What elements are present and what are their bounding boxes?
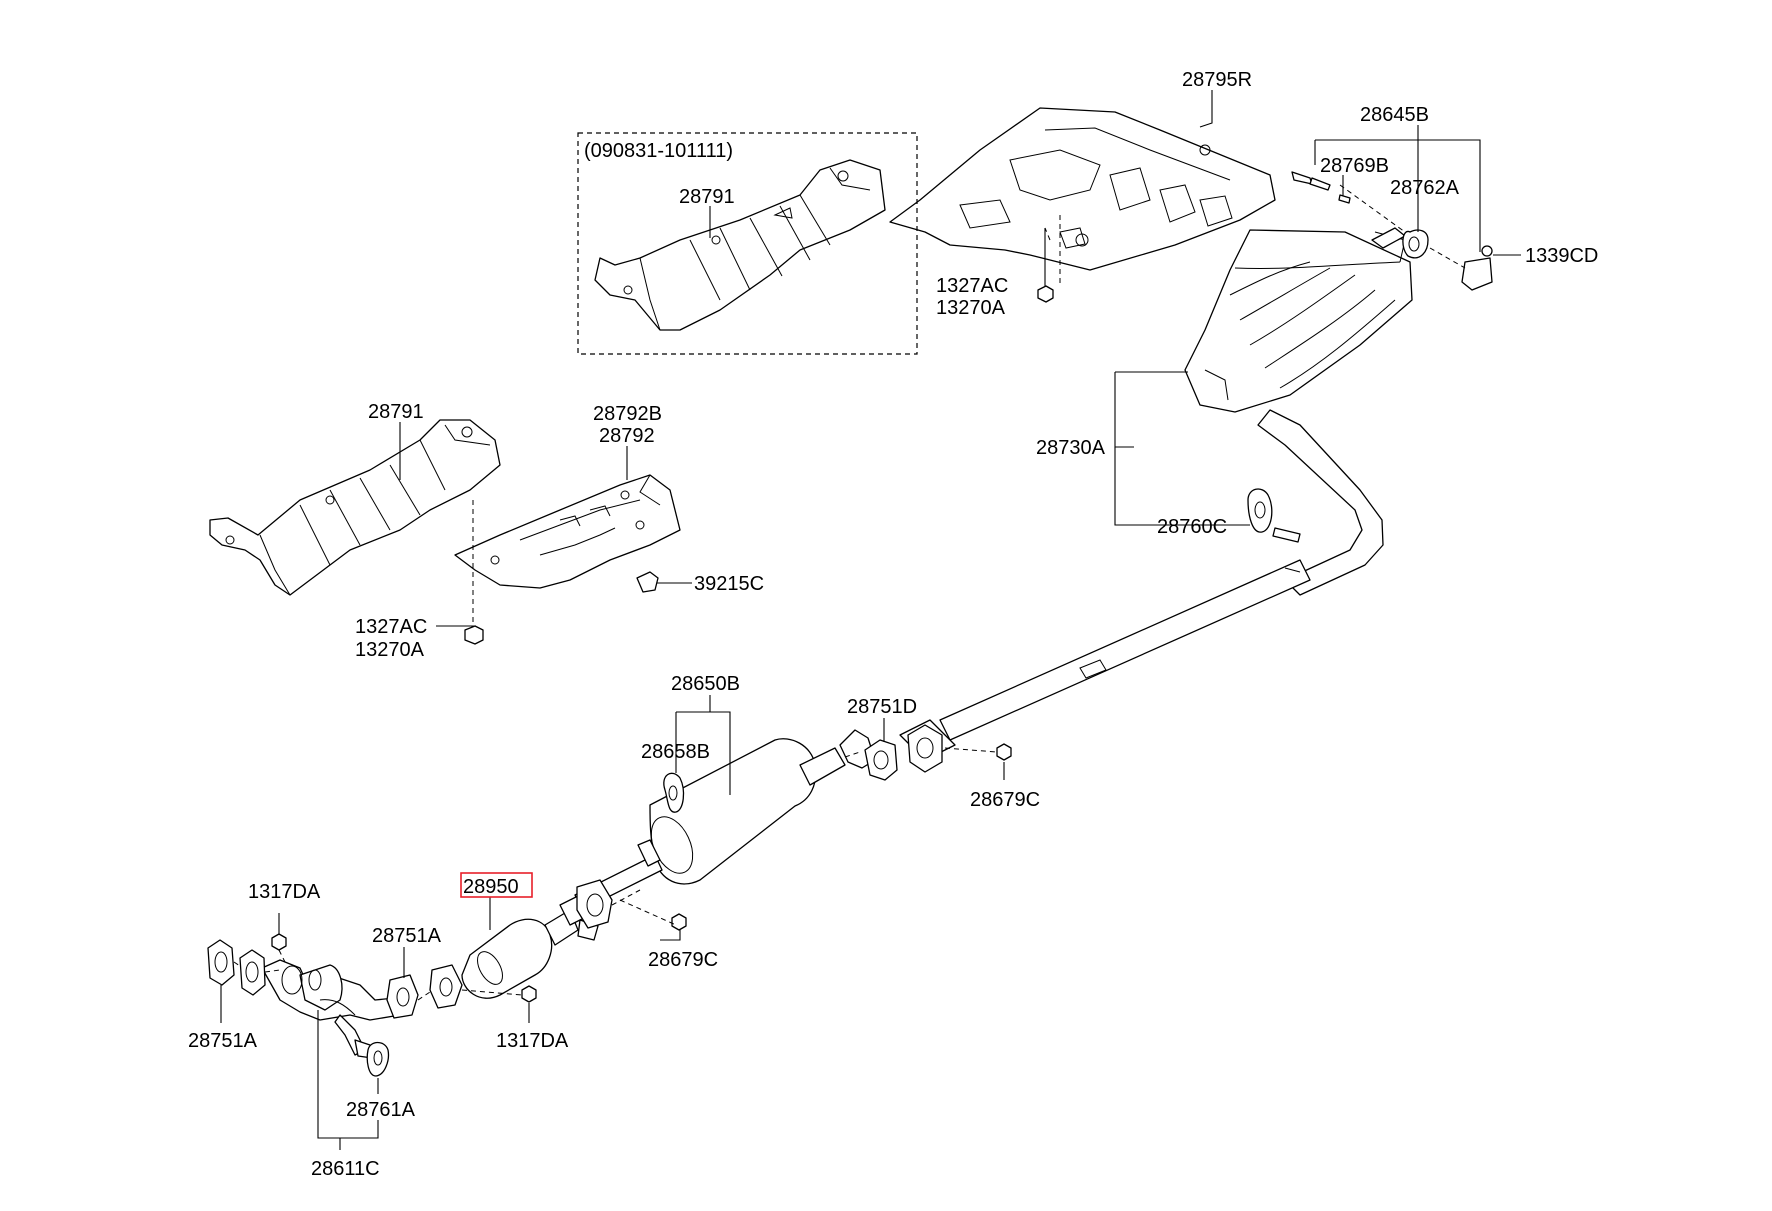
- label-28751A-left[interactable]: 28751A: [188, 1030, 258, 1052]
- nut-28679C-right[interactable]: [996, 743, 1012, 761]
- label-date-range: (090831-101111): [584, 140, 733, 162]
- label-1317DA-bottom[interactable]: 1317DA: [496, 1030, 569, 1052]
- highlight-box-28950: [460, 872, 533, 898]
- heat-shield-28795R[interactable]: [889, 107, 1276, 271]
- hanger-28762A[interactable]: [1402, 229, 1429, 259]
- label-28645B[interactable]: 28645B: [1360, 104, 1429, 126]
- label-28650B[interactable]: 28650B: [671, 673, 740, 695]
- variant-frame: [577, 132, 918, 355]
- heat-shield-28791[interactable]: [209, 419, 501, 596]
- nut-1327AC-top[interactable]: [1037, 285, 1054, 303]
- center-muffler-28650B[interactable]: [574, 729, 876, 911]
- gasket-28751D[interactable]: [864, 739, 898, 781]
- label-28679C-left[interactable]: 28679C: [648, 949, 718, 971]
- heat-shield-28792[interactable]: [454, 474, 681, 589]
- label-28611C[interactable]: 28611C: [311, 1158, 380, 1180]
- label-39215C[interactable]: 39215C: [694, 573, 764, 595]
- hanger-28658B[interactable]: [663, 772, 685, 813]
- hanger-28760C[interactable]: [1247, 488, 1301, 543]
- flange-28751D[interactable]: [907, 724, 943, 773]
- flange-28751A-mid[interactable]: [429, 964, 463, 1009]
- label-28769B[interactable]: 28769B: [1320, 155, 1389, 177]
- label-13270A-top[interactable]: 13270A: [936, 297, 1006, 319]
- label-28658B[interactable]: 28658B: [641, 741, 710, 763]
- nut-28679C-left[interactable]: [671, 913, 687, 931]
- label-28791-variant[interactable]: 28791: [679, 186, 735, 208]
- gasket-28751A-mid[interactable]: [386, 974, 419, 1019]
- label-1327AC-mid[interactable]: 1327AC: [355, 616, 427, 638]
- clip-39215C[interactable]: [636, 571, 659, 593]
- label-28795R[interactable]: 28795R: [1182, 69, 1252, 91]
- bolt-28769B[interactable]: [1291, 171, 1331, 191]
- gasket-front-pipe[interactable]: [576, 879, 613, 929]
- pin-28769B[interactable]: [1338, 194, 1351, 204]
- gasket-28751A-left-2[interactable]: [239, 949, 266, 996]
- nut-1327AC-mid[interactable]: [464, 625, 484, 645]
- label-1317DA-left[interactable]: 1317DA: [248, 881, 321, 903]
- nut-1317DA-bottom[interactable]: [521, 985, 537, 1003]
- label-28762A[interactable]: 28762A: [1390, 177, 1460, 199]
- gasket-28751A-left[interactable]: [207, 939, 235, 986]
- center-pipe[interactable]: [899, 559, 1311, 761]
- leader-lines: [220, 90, 1521, 1150]
- alignment-lines: [233, 184, 1466, 1001]
- hanger-28761A[interactable]: [366, 1041, 390, 1077]
- nut-1317DA-left[interactable]: [271, 933, 287, 951]
- label-28760C[interactable]: 28760C: [1157, 516, 1227, 538]
- label-28679C-right[interactable]: 28679C: [970, 789, 1040, 811]
- label-28792B[interactable]: 28792B: [593, 403, 662, 425]
- label-28950[interactable]: 28950: [463, 876, 519, 898]
- bracket-1339CD[interactable]: [1461, 245, 1493, 291]
- label-1327AC-top[interactable]: 1327AC: [936, 275, 1008, 297]
- label-13270A-mid[interactable]: 13270A: [355, 639, 425, 661]
- label-28792[interactable]: 28792: [599, 425, 655, 447]
- heat-shield-28791-variant[interactable]: [594, 159, 886, 331]
- label-28751A-mid[interactable]: 28751A: [372, 925, 442, 947]
- label-28761A[interactable]: 28761A: [346, 1099, 416, 1121]
- label-1339CD[interactable]: 1339CD: [1525, 245, 1598, 267]
- label-28730A[interactable]: 28730A: [1036, 437, 1106, 459]
- label-28791[interactable]: 28791: [368, 401, 424, 423]
- front-pipe-28611C[interactable]: [261, 959, 401, 1059]
- label-28751D[interactable]: 28751D: [847, 696, 917, 718]
